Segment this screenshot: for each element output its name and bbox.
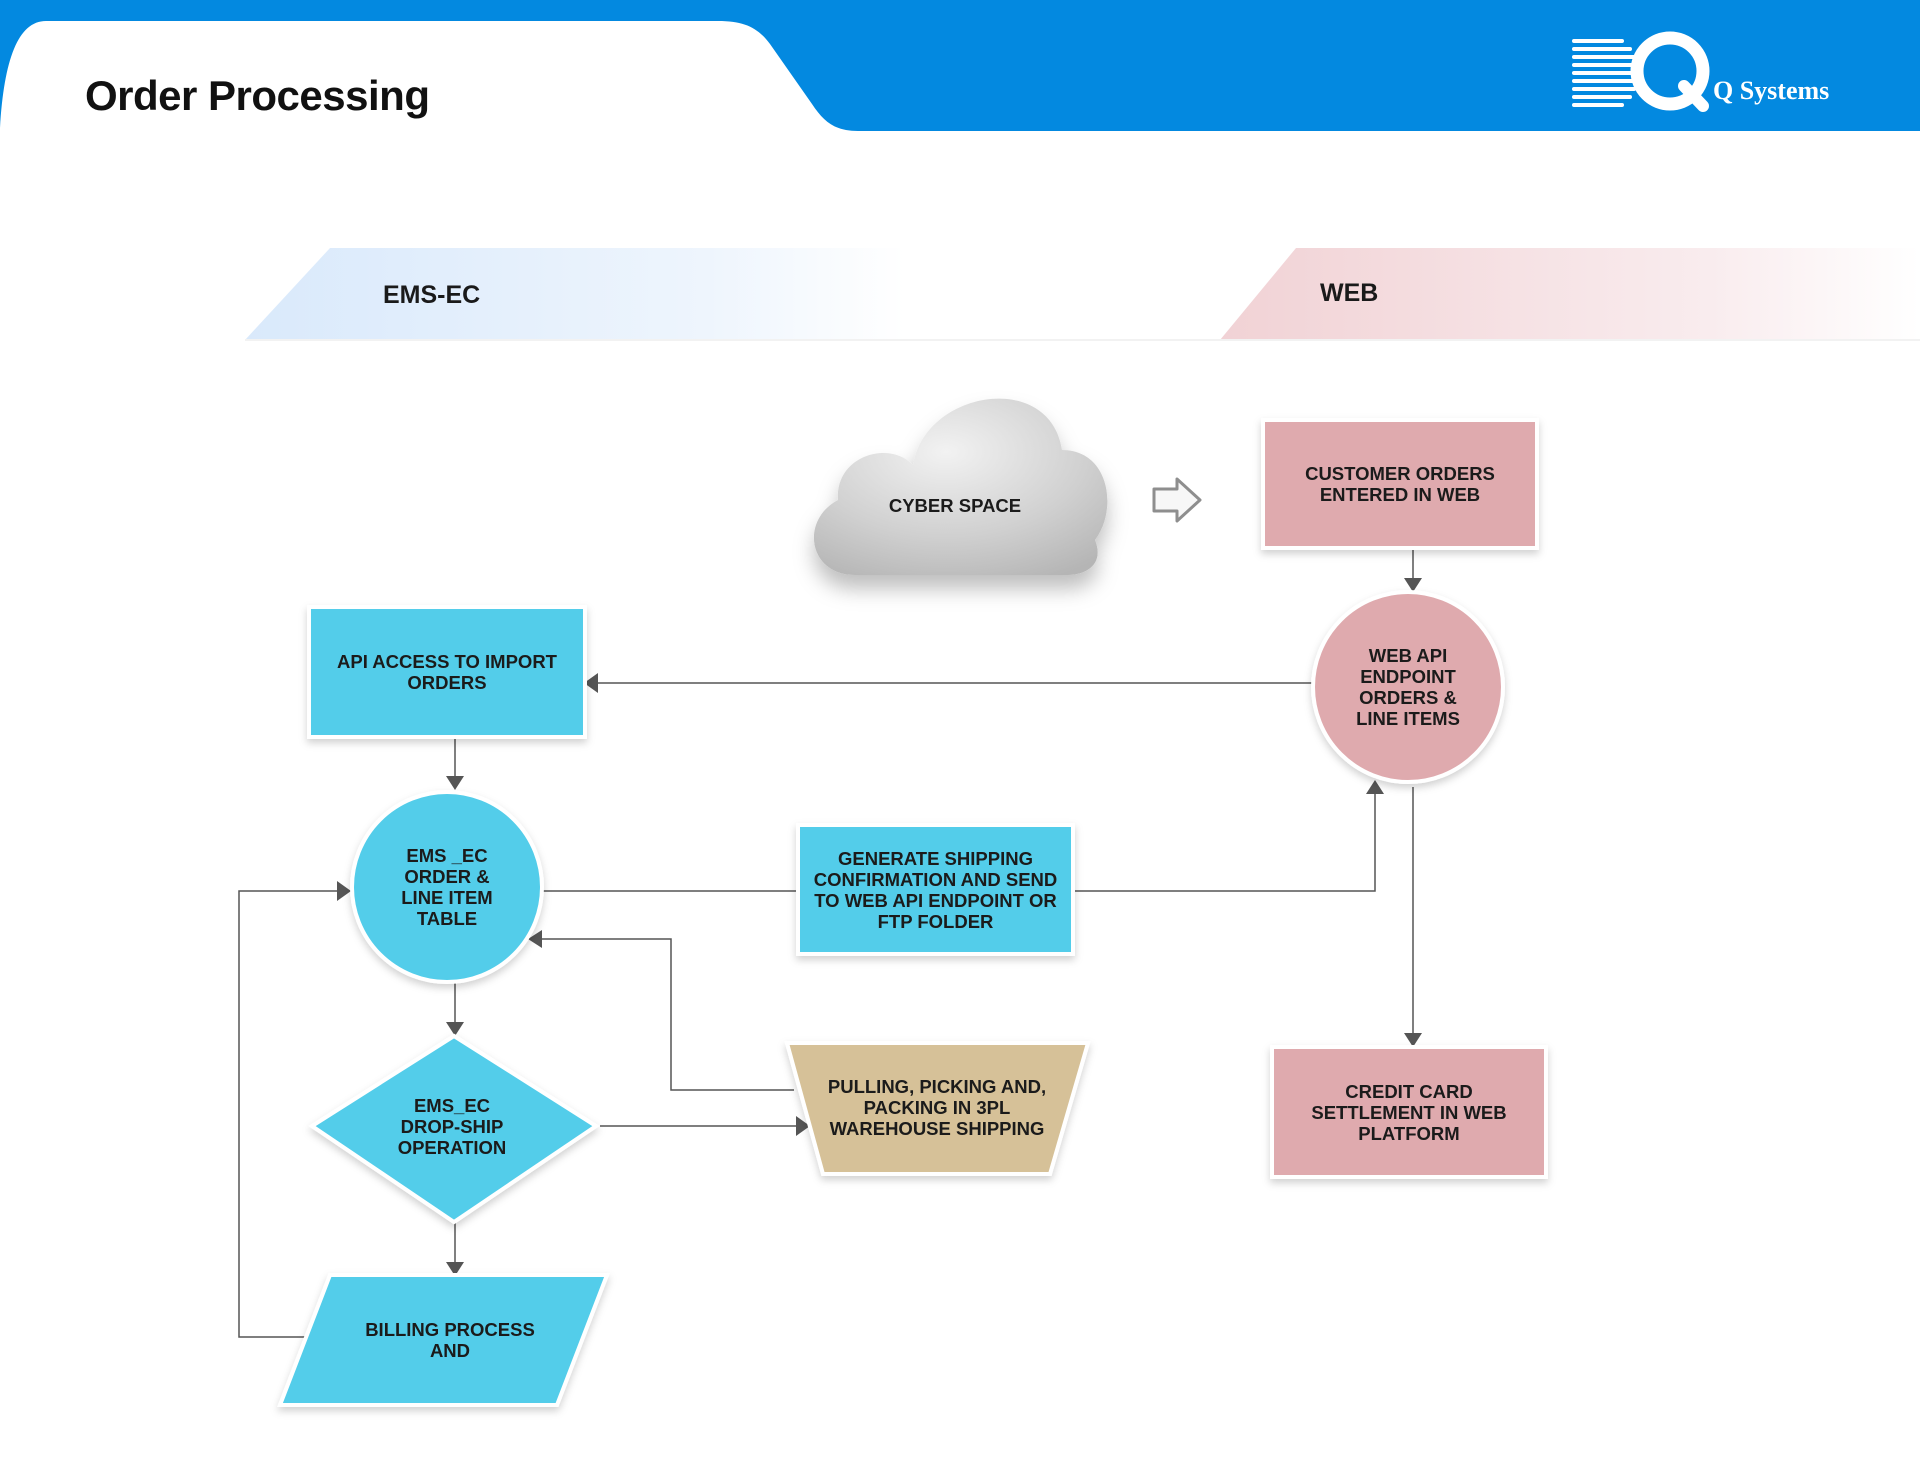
node-credit-card: [1270, 1045, 1548, 1179]
pulling-picking-label: PULLING, PICKING AND, PACKING IN 3PL WAR…: [827, 1075, 1047, 1139]
credit-card-label: CREDIT CARD SETTLEMENT IN WEB PLATFORM: [1311, 1080, 1507, 1144]
connectors: [238, 549, 1414, 1338]
cyber-space-label: CYBER SPACE: [888, 494, 1022, 516]
cloud-shape: [813, 398, 1108, 575]
hollow-arrow-icon: [1152, 477, 1202, 523]
node-drop-ship: [308, 1033, 600, 1225]
arrowhead-up-icon: [1366, 780, 1384, 794]
order-table-label: EMS _EC ORDER & LINE ITEM TABLE: [401, 845, 493, 929]
arrowhead-left-icon: [584, 673, 598, 693]
arrowhead-right-icon: [796, 1116, 810, 1136]
lane-label-ems-ec: EMS-EC: [383, 281, 481, 309]
arrowhead-down-icon: [1404, 578, 1422, 592]
arrowhead-left-icon: [528, 930, 542, 948]
node-generate-shipping: [796, 823, 1075, 956]
lane-band-ems-ec: [245, 248, 905, 340]
node-customer-orders: [1261, 418, 1539, 550]
generate-shipping-label: GENERATE SHIPPING CONFIRMATION AND SEND …: [813, 847, 1058, 932]
node-web-api-endpoint: [1311, 590, 1505, 784]
billing-label: BILLING PROCESS AND: [365, 1319, 535, 1361]
page-title: Order Processing: [85, 72, 430, 119]
node-billing: [277, 1273, 610, 1407]
arrowhead-down-icon: [446, 1022, 464, 1036]
arrowhead-down-icon: [446, 776, 464, 790]
q-systems-logo-icon: [1572, 31, 1710, 112]
web-api-endpoint-label: WEB API ENDPOINT ORDERS & LINE ITEMS: [1356, 645, 1460, 729]
lane-label-web: WEB: [1320, 279, 1379, 307]
brand-name: Q Systems: [1713, 76, 1830, 105]
api-access-label: API ACCESS TO IMPORT ORDERS: [337, 651, 557, 693]
lane-band-web: [1220, 248, 1920, 340]
arrowhead-down-icon: [446, 1262, 464, 1276]
customer-orders-label: CUSTOMER ORDERS ENTERED IN WEB: [1305, 463, 1495, 505]
arrowhead-down-icon: [1404, 1033, 1422, 1047]
arrowhead-right-icon: [337, 881, 351, 901]
node-pulling-picking: [784, 1041, 1091, 1176]
node-order-table: [350, 790, 544, 984]
header-band: [0, 0, 1920, 131]
node-api-access: [307, 605, 587, 739]
arrowheads: [337, 578, 1422, 1276]
drop-ship-label: EMS_EC DROP-SHIP OPERATION: [397, 1094, 507, 1158]
